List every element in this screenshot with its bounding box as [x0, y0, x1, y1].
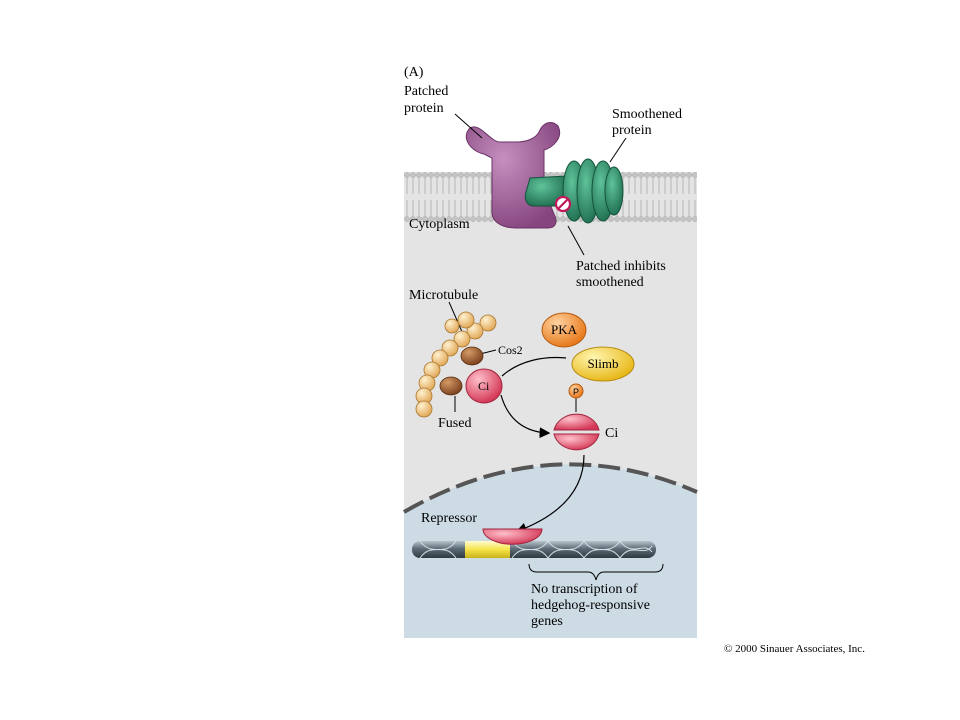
panel-label: (A) [404, 65, 424, 80]
patched-label-line2: protein [404, 101, 444, 116]
ci-free-label: Ci [605, 426, 618, 441]
inhibition-icon [554, 195, 572, 213]
smoothened-label-line1: Smoothened [612, 107, 682, 122]
inhibits-label-line2: smoothened [576, 275, 644, 290]
smoothened-label-line2: protein [612, 123, 652, 138]
slimb-label: Slimb [587, 356, 618, 371]
phosphate-label: P [573, 387, 579, 397]
cos2-label: Cos2 [498, 343, 523, 357]
phosphorylation-arrow [500, 394, 551, 439]
nuclear-envelope [403, 462, 698, 514]
smoothened-leader [609, 137, 627, 163]
fused-label: Fused [438, 416, 471, 431]
microtubule-leader [448, 301, 464, 335]
no-transcription-line3: genes [531, 614, 563, 629]
pka-label: PKA [551, 322, 578, 337]
ci-bottom-half [553, 433, 600, 451]
slimb-protein [571, 346, 635, 382]
no-transcription-line2: hedgehog-responsive [531, 598, 650, 613]
nuclear-import-arrow [515, 454, 585, 534]
microtubule-label: Microtubule [409, 288, 478, 303]
patched-label-line1: Patched [404, 84, 448, 99]
microtubule [415, 311, 497, 418]
repressor-protein [482, 528, 543, 545]
pka-arrow [501, 356, 567, 377]
ci-top-half [553, 413, 600, 431]
inhibits-label-line1: Patched inhibits [576, 259, 666, 274]
ci-complex-protein [465, 368, 503, 404]
inhibits-leader [567, 225, 585, 256]
promoter-region [465, 541, 510, 558]
dna-helix [419, 540, 653, 559]
repressor-label: Repressor [421, 511, 477, 526]
genes-bracket [528, 563, 664, 581]
fused-protein [439, 376, 463, 396]
pka-protein [541, 312, 587, 348]
copyright-notice: © 2000 Sinauer Associates, Inc. [724, 643, 865, 655]
ci-complex-label: Ci [478, 379, 490, 393]
phosphate-icon [568, 383, 584, 399]
cos2-protein [460, 346, 484, 366]
no-transcription-line1: No transcription of [531, 582, 638, 597]
cytoplasm-label: Cytoplasm [409, 217, 470, 232]
patched-leader [454, 113, 483, 139]
